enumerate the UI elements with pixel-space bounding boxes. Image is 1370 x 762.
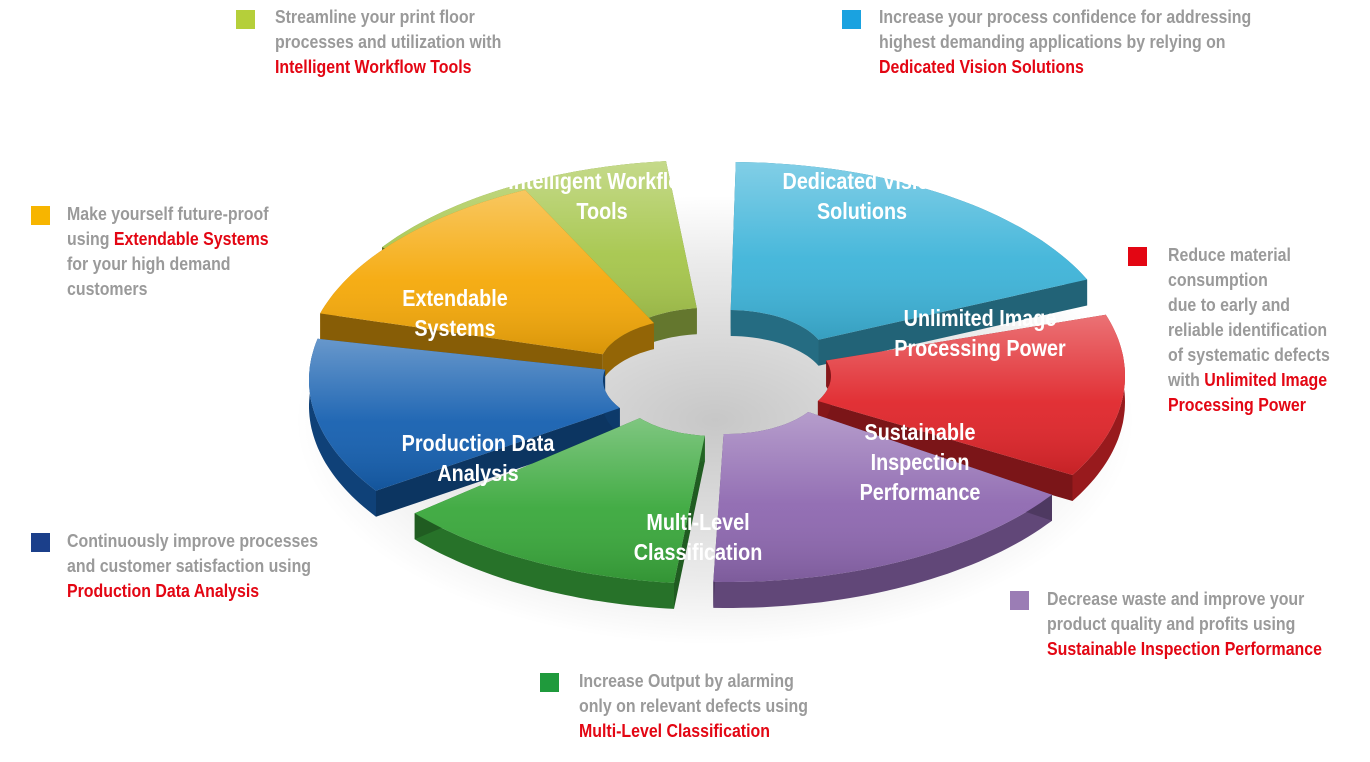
segment-side-multi-level-classification <box>414 513 674 609</box>
callout-processing-line4: reliable identification <box>1168 319 1328 340</box>
segment-label-line-2: Systems <box>414 316 495 342</box>
segment-label-line-1: Dedicated Vision <box>783 169 942 195</box>
sustainable-color-square <box>1010 591 1029 610</box>
processing-color-square <box>1128 247 1147 266</box>
callout-processing-highlight1: Unlimited Image <box>1204 369 1328 390</box>
callout-extendable-line3: for your high demand <box>67 253 231 274</box>
callout-processing-highlight2: Processing Power <box>1168 394 1306 415</box>
callout-classification-highlight: Multi-Level Classification <box>579 720 770 741</box>
production-color-square <box>31 533 50 552</box>
callout-workflow: Streamline your print floor processes an… <box>275 4 501 79</box>
segment-dedicated-vision-solutions <box>730 162 1088 366</box>
callout-extendable: Make yourself future-proof using Extenda… <box>67 201 269 301</box>
callout-sustainable-line1: Decrease waste and improve your <box>1047 588 1305 609</box>
callout-processing-line6-prefix: with <box>1168 369 1200 390</box>
segment-label-line-2: Solutions <box>817 199 907 225</box>
callout-vision: Increase your process confidence for add… <box>879 4 1251 79</box>
segment-label-line-2: Processing Power <box>894 336 1066 362</box>
segment-multi-level-classification <box>414 418 705 609</box>
callout-production-highlight: Production Data Analysis <box>67 580 260 601</box>
callout-extendable-line1: Make yourself future-proof <box>67 203 269 224</box>
segment-label-line-1: Production Data <box>402 431 556 457</box>
callout-vision-highlight: Dedicated Vision Solutions <box>879 56 1084 77</box>
callout-vision-line2: highest demanding applications by relyin… <box>879 31 1226 52</box>
segment-label-line-2: Tools <box>576 199 627 225</box>
callout-classification-line1: Increase Output by alarming <box>579 670 794 691</box>
segment-label-line-3: Performance <box>860 480 981 506</box>
segment-side-unlimited-image-processing-power <box>1072 314 1125 501</box>
callout-workflow-highlight: Intelligent Workflow Tools <box>275 56 472 77</box>
callout-sustainable: Decrease waste and improve your product … <box>1047 586 1322 661</box>
segment-unlimited-image-processing-power <box>817 314 1125 501</box>
extendable-color-square <box>31 206 50 225</box>
segment-sustainable-inspection-performance <box>713 412 1052 608</box>
callout-extendable-highlight: Extendable Systems <box>113 228 269 249</box>
callout-processing-line1: Reduce material <box>1168 244 1291 265</box>
vision-color-square <box>842 10 861 29</box>
callout-sustainable-line2: product quality and profits using <box>1047 613 1296 634</box>
callout-processing: Reduce material consumption due to early… <box>1168 242 1330 417</box>
callout-classification: Increase Output by alarming only on rele… <box>579 668 808 743</box>
callout-sustainable-highlight: Sustainable Inspection Performance <box>1047 638 1322 659</box>
callout-production: Continuously improve processes and custo… <box>67 528 318 603</box>
callout-workflow-line2: processes and utilization with <box>275 31 502 52</box>
callout-workflow-line1: Streamline your print floor <box>275 6 475 27</box>
segment-extendable-systems <box>320 190 654 381</box>
segment-production-data-analysis <box>309 338 620 517</box>
callout-vision-line1: Increase your process confidence for add… <box>879 6 1252 27</box>
callout-classification-line2: only on relevant defects using <box>579 695 808 716</box>
segment-side-sustainable-inspection-performance <box>713 494 1052 608</box>
segment-label-line-1: Extendable <box>402 286 508 312</box>
callout-production-line1: Continuously improve processes <box>67 530 319 551</box>
callout-extendable-line4: customers <box>67 278 148 299</box>
callout-processing-line5: of systematic defects <box>1168 344 1330 365</box>
segment-label-line-2: Classification <box>634 540 763 566</box>
segment-label-line-2: Inspection <box>871 450 970 476</box>
workflow-color-square <box>236 10 255 29</box>
segment-label-line-1: Multi-Level <box>646 510 749 536</box>
callout-production-line2: and customer satisfaction using <box>67 555 312 576</box>
segment-label-line-2: Analysis <box>437 461 518 487</box>
callout-processing-line2: consumption <box>1168 269 1268 290</box>
callout-processing-line3: due to early and <box>1168 294 1291 315</box>
callout-extendable-line2-prefix: using <box>67 228 110 249</box>
classification-color-square <box>540 673 559 692</box>
segment-label-line-1: Unlimited Image <box>904 306 1057 332</box>
segment-label-line-1: Sustainable <box>865 420 976 446</box>
segment-label-line-1: Intelligent Workflow <box>508 169 696 195</box>
